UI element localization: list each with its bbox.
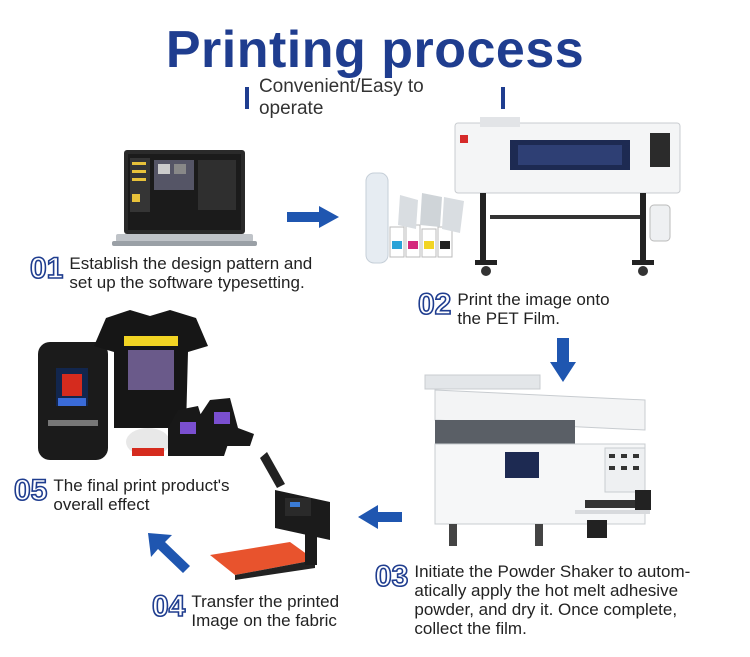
step-03-line: atically apply the hot melt adhesive (414, 581, 679, 600)
laptop-image (112, 150, 257, 246)
page-title: Printing process (165, 21, 585, 79)
dtf-printer-image (365, 117, 681, 276)
heat-press-image (210, 452, 330, 580)
subtitle-text: Convenient/Easy to operate (258, 76, 424, 119)
step-05-text: The final print product's overall effect (53, 476, 229, 514)
subtitle-bar-right (501, 87, 505, 109)
step-04-text: Transfer the printed Image on the fabric (191, 592, 339, 630)
powder-shaker-image (424, 374, 651, 546)
step-01-line: Establish the design pattern and (69, 254, 313, 273)
arrow-down-icon (550, 338, 576, 382)
step-number-05: 05 (13, 474, 48, 507)
arrow-left-icon (358, 505, 402, 529)
step-05: 05 The final print product's overall eff… (13, 474, 229, 514)
step-number-01: 01 (29, 252, 64, 285)
step-02-line: the PET Film. (457, 309, 561, 328)
step-03-line: powder, and dry it. Once complete, (414, 600, 678, 619)
step-03-line: Initiate the Powder Shaker to autom- (414, 562, 691, 581)
step-03-line: collect the film. (414, 619, 527, 638)
step-number-02: 02 (417, 288, 452, 321)
step-03-text: Initiate the Powder Shaker to autom- ati… (414, 562, 690, 638)
final-products-image (38, 310, 254, 460)
step-01: 01 Establish the design pattern and set … (29, 252, 312, 292)
step-05-line: The final print product's (53, 476, 230, 495)
step-02-text: Print the image onto the PET Film. (457, 290, 609, 328)
subtitle: Convenient/Easy to operate (235, 76, 515, 119)
step-01-text: Establish the design pattern and set up … (69, 254, 312, 292)
arrow-right-icon (287, 206, 339, 228)
arrow-up-left-icon (148, 533, 190, 573)
step-number-04: 04 (151, 590, 186, 623)
step-04-line: Image on the fabric (191, 611, 337, 630)
step-05-line: overall effect (53, 495, 150, 514)
step-04: 04 Transfer the printed Image on the fab… (151, 590, 339, 630)
step-02: 02 Print the image onto the PET Film. (417, 288, 609, 328)
subtitle-bar-left (245, 87, 249, 109)
step-03: 03 Initiate the Powder Shaker to autom- … (374, 560, 690, 638)
step-04-line: Transfer the printed (191, 592, 340, 611)
step-01-line: set up the software typesetting. (69, 273, 305, 292)
step-02-line: Print the image onto (457, 290, 610, 309)
step-number-03: 03 (374, 560, 409, 593)
